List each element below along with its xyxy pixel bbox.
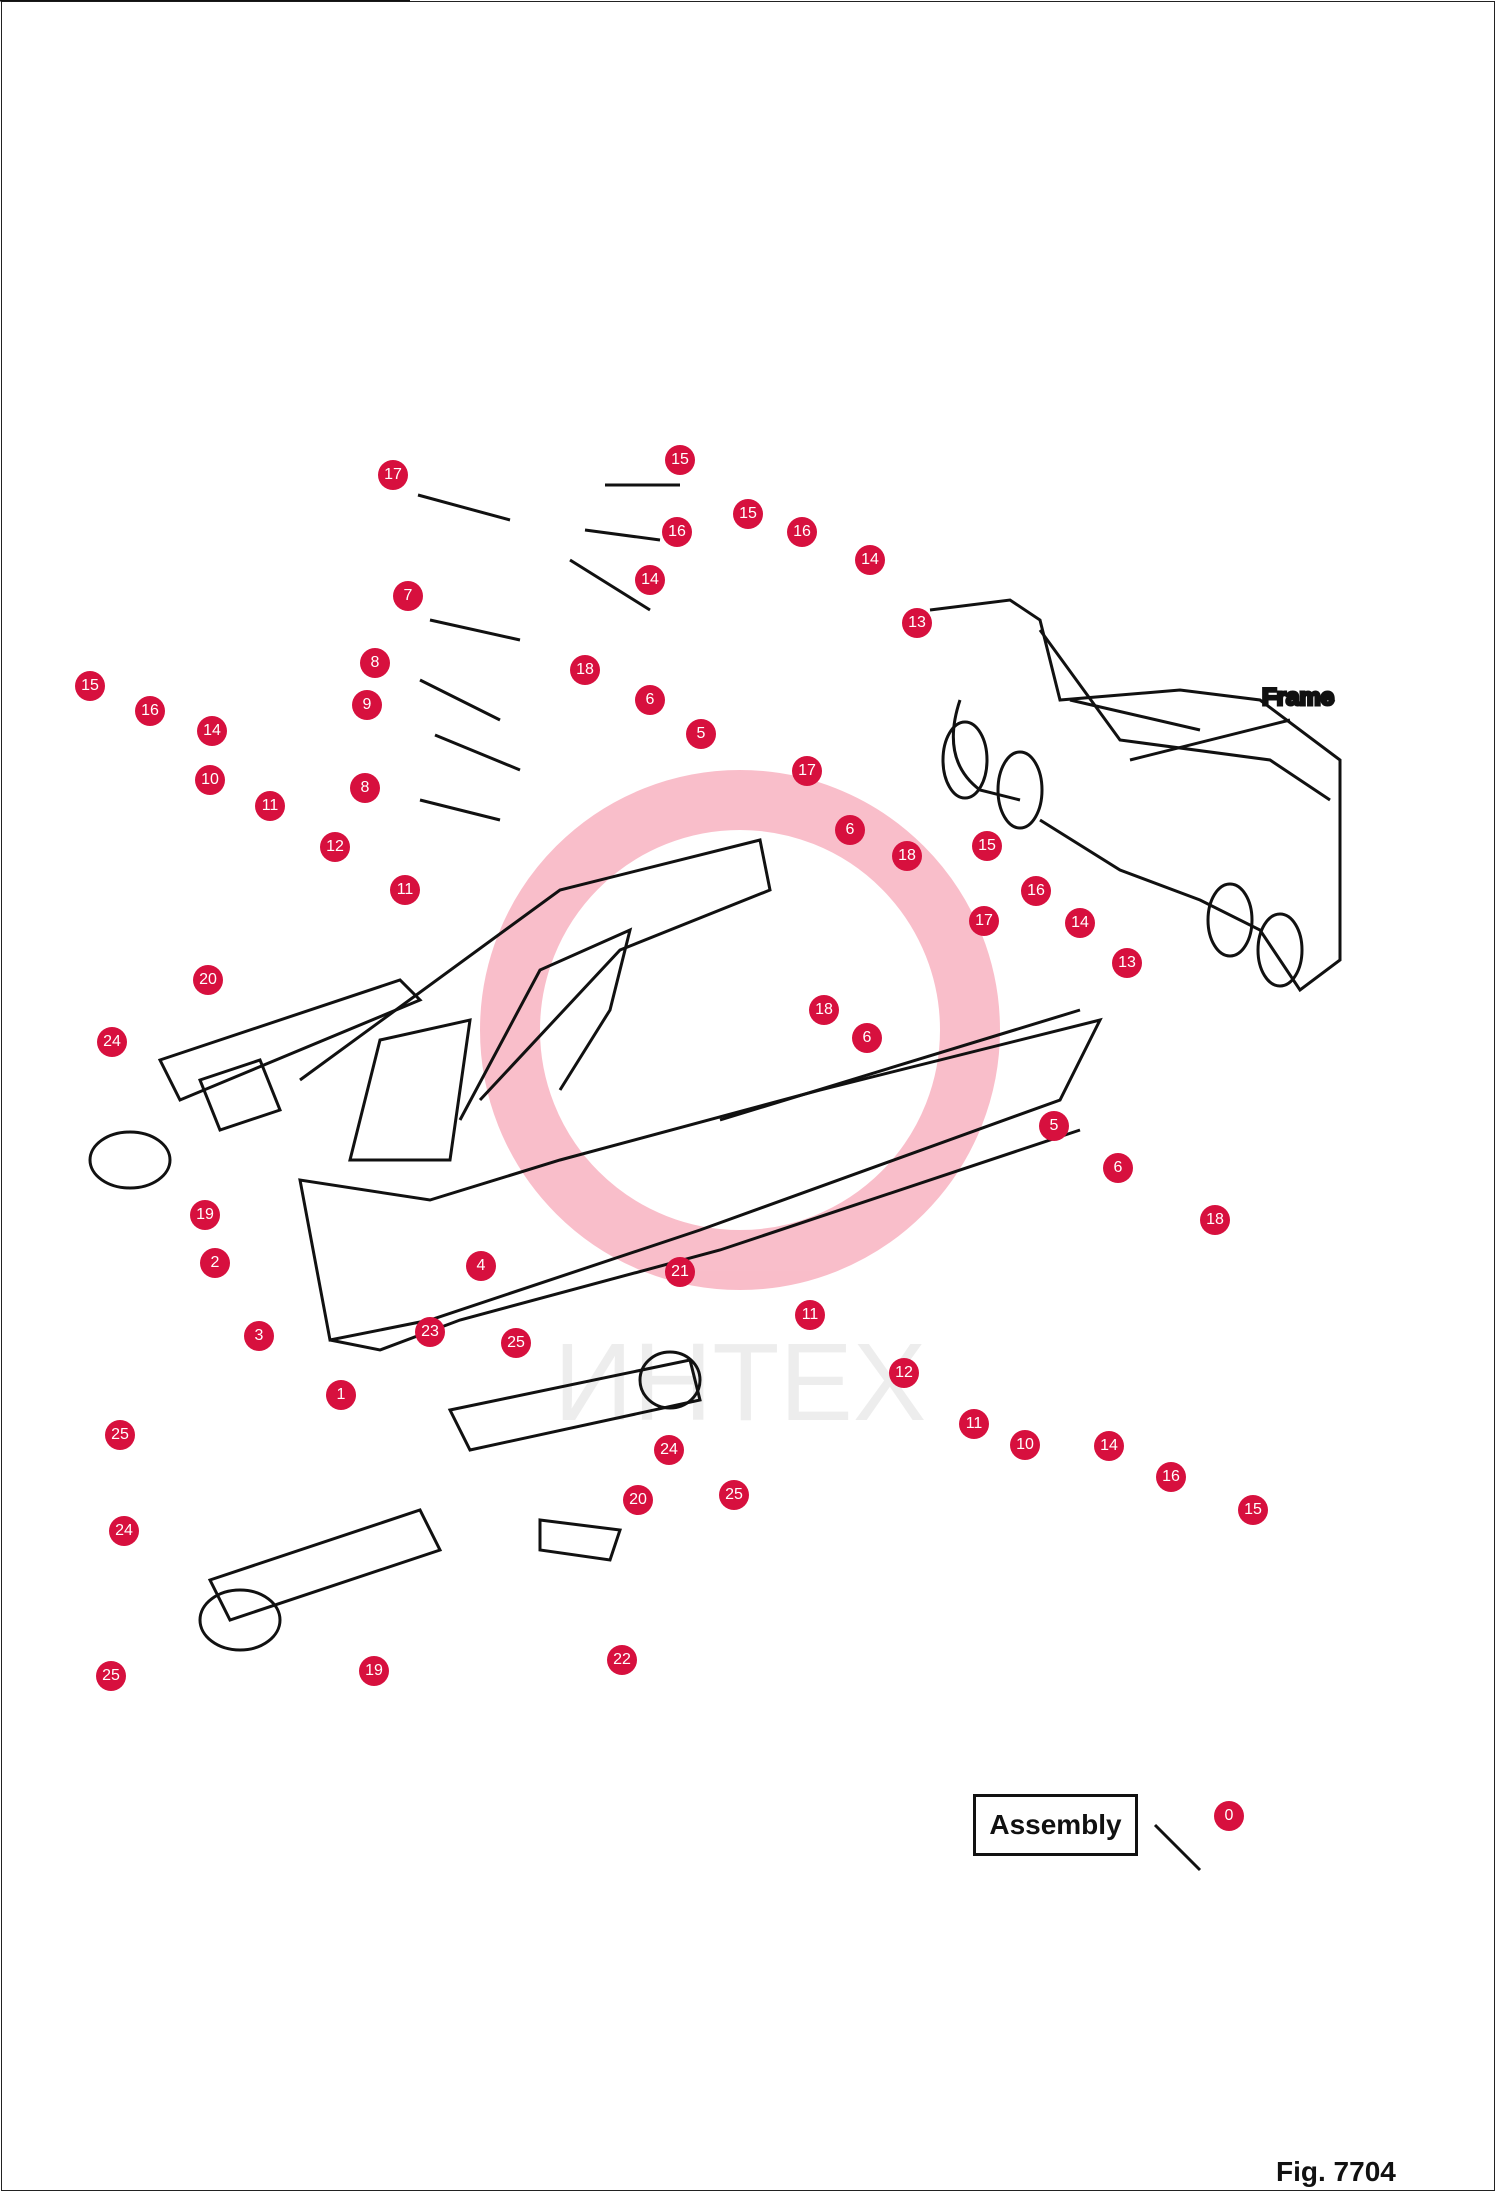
callout-24[interactable]: 24 [654,1435,684,1465]
callout-16[interactable]: 16 [1156,1462,1186,1492]
callout-20[interactable]: 20 [623,1485,653,1515]
figure-number: Fig. 7704 [1276,2156,1396,2187]
callout-13[interactable]: 13 [902,608,932,638]
callout-10[interactable]: 10 [1010,1430,1040,1460]
callout-17[interactable]: 17 [969,906,999,936]
callout-7[interactable]: 7 [393,581,423,611]
callout-24[interactable]: 24 [109,1516,139,1546]
callout-15[interactable]: 15 [1238,1495,1268,1525]
callout-5[interactable]: 5 [1039,1111,1069,1141]
callout-19[interactable]: 19 [190,1200,220,1230]
callout-11[interactable]: 11 [390,875,420,905]
callout-4[interactable]: 4 [466,1251,496,1281]
callout-20[interactable]: 20 [193,965,223,995]
callout-18[interactable]: 18 [1200,1205,1230,1235]
callout-15[interactable]: 15 [972,831,1002,861]
callout-11[interactable]: 11 [959,1409,989,1439]
callout-25[interactable]: 25 [501,1328,531,1358]
callout-8[interactable]: 8 [350,773,380,803]
callout-8[interactable]: 8 [360,648,390,678]
callout-14[interactable]: 14 [197,716,227,746]
callout-14[interactable]: 14 [1065,908,1095,938]
callout-21[interactable]: 21 [665,1257,695,1287]
callout-16[interactable]: 16 [1021,876,1051,906]
callout-2[interactable]: 2 [200,1248,230,1278]
callout-6[interactable]: 6 [852,1023,882,1053]
callout-25[interactable]: 25 [719,1480,749,1510]
callout-14[interactable]: 14 [855,545,885,575]
callout-11[interactable]: 11 [255,791,285,821]
callout-19[interactable]: 19 [359,1656,389,1686]
watermark: ИНТЕХ [480,770,1000,1444]
callout-12[interactable]: 12 [320,832,350,862]
leader-lines [0,0,1202,1872]
callout-16[interactable]: 16 [787,517,817,547]
callout-6[interactable]: 6 [635,685,665,715]
callout-6[interactable]: 6 [835,815,865,845]
callout-16[interactable]: 16 [135,696,165,726]
callout-25[interactable]: 25 [96,1661,126,1691]
callout-17[interactable]: 17 [792,756,822,786]
a-frame [298,838,1103,1352]
watermark-text: ИНТЕХ [554,1321,926,1444]
callout-6[interactable]: 6 [1103,1153,1133,1183]
callout-15[interactable]: 15 [75,671,105,701]
callout-12[interactable]: 12 [889,1358,919,1388]
callout-18[interactable]: 18 [892,841,922,871]
callout-23[interactable]: 23 [415,1317,445,1347]
frame-label: Frame [1262,684,1334,711]
callout-15[interactable]: 15 [733,499,763,529]
callout-22[interactable]: 22 [607,1645,637,1675]
callout-5[interactable]: 5 [686,719,716,749]
callout-0[interactable]: 0 [1214,1801,1244,1831]
callout-15[interactable]: 15 [665,445,695,475]
callout-24[interactable]: 24 [97,1027,127,1057]
callout-25[interactable]: 25 [105,1420,135,1450]
callout-10[interactable]: 10 [195,765,225,795]
assembly-label-box: Assembly [973,1794,1138,1856]
callout-13[interactable]: 13 [1112,948,1142,978]
callout-3[interactable]: 3 [244,1321,274,1351]
callout-14[interactable]: 14 [635,565,665,595]
callout-18[interactable]: 18 [809,995,839,1025]
callout-14[interactable]: 14 [1094,1431,1124,1461]
callout-9[interactable]: 9 [352,690,382,720]
link-assemblies [88,978,702,1652]
callout-18[interactable]: 18 [570,655,600,685]
callout-11[interactable]: 11 [795,1300,825,1330]
callout-17[interactable]: 17 [378,460,408,490]
callout-1[interactable]: 1 [326,1380,356,1410]
machine-frame: Frame [929,598,1342,993]
callout-16[interactable]: 16 [662,517,692,547]
